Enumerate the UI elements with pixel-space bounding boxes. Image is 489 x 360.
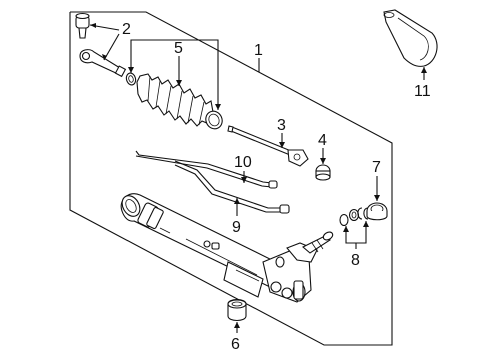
inner-tie-rod: [227, 125, 309, 167]
tie-rod-end-lower: [79, 49, 127, 78]
leader-lines: [89, 23, 427, 333]
mounting-bushing: [227, 298, 247, 322]
pinion-seal: [366, 202, 388, 221]
callout-6: 6: [231, 336, 240, 353]
boot-clamp-right: [205, 110, 223, 130]
callout-1: 1: [254, 42, 263, 59]
callout-5: 5: [174, 40, 183, 57]
input-shaft: [302, 231, 334, 254]
callout-4: 4: [318, 132, 327, 149]
callout-3: 3: [277, 117, 286, 134]
assembly-outline: [69, 11, 393, 346]
callout-9: 9: [232, 219, 241, 236]
callout-2: 2: [122, 21, 131, 38]
hydraulic-line-upper: [135, 150, 278, 189]
bushing: [315, 164, 331, 181]
callout-10: 10: [234, 154, 252, 171]
hydraulic-line-lower: [174, 160, 290, 214]
callout-7: 7: [372, 159, 381, 176]
rack-housing: [120, 193, 277, 298]
seal-rings: [339, 207, 369, 227]
steering-boot: [136, 73, 214, 127]
callout-8: 8: [351, 252, 360, 269]
insulator: [383, 9, 438, 67]
tie-rod-end-upper: [75, 12, 90, 39]
boot-clamp-left: [125, 72, 137, 86]
callout-11: 11: [414, 83, 431, 100]
